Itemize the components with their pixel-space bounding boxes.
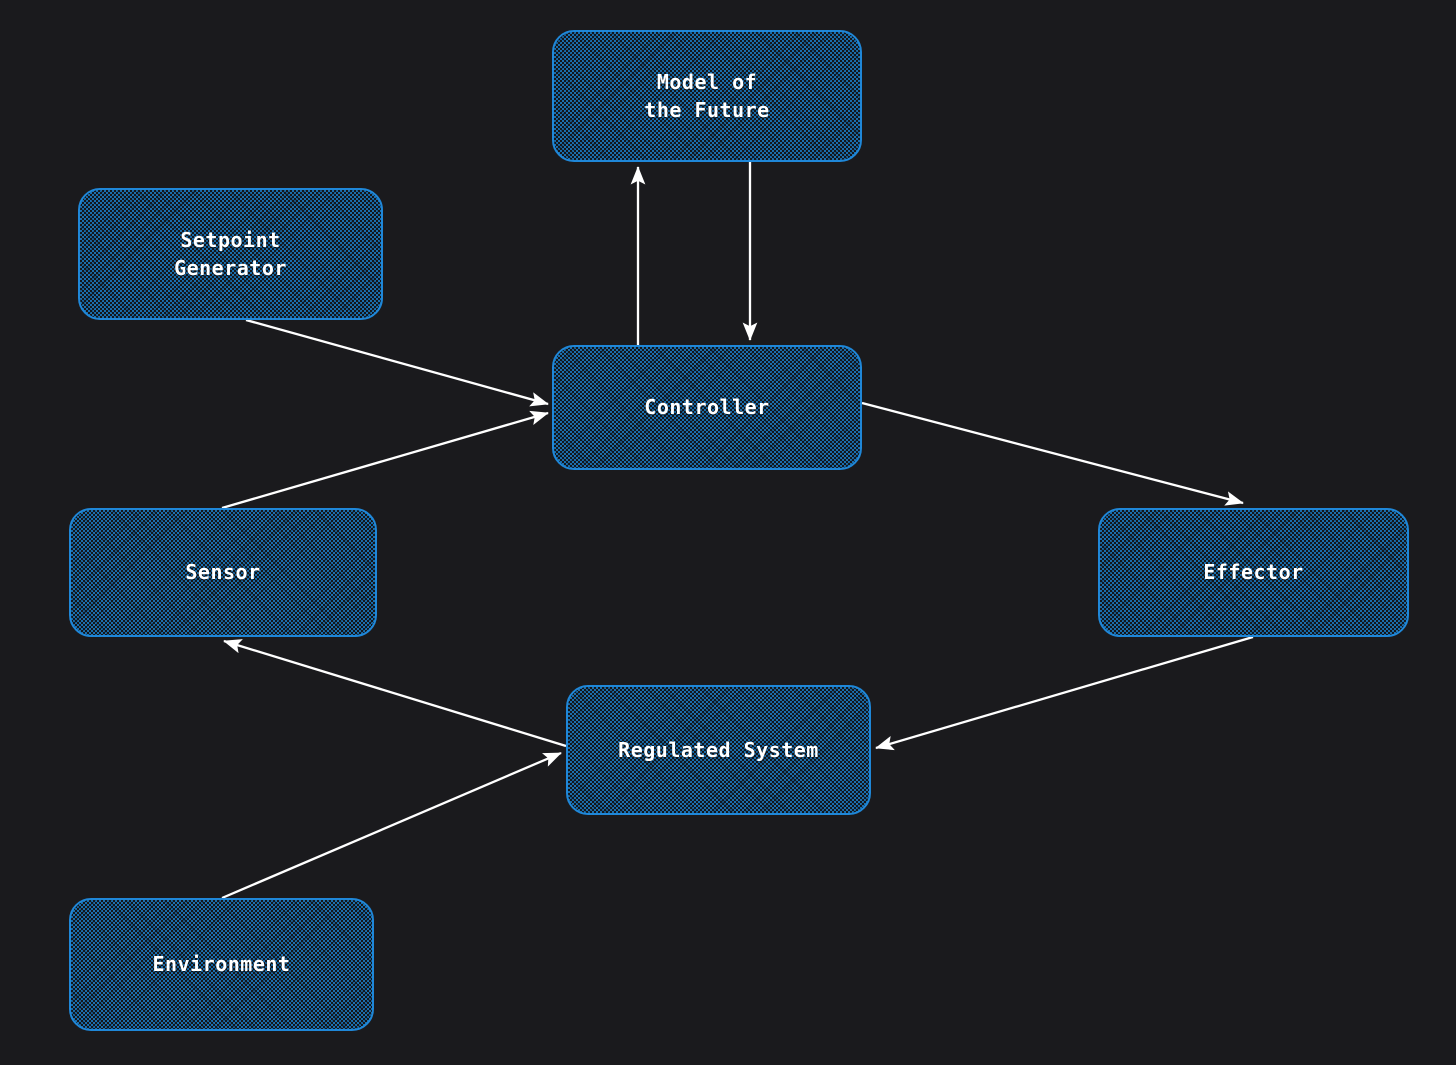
node-label: Effector [1203, 560, 1304, 585]
node-environment[interactable]: Environment [69, 898, 374, 1031]
edge-regulated-system-to-sensor [223, 639, 567, 748]
node-regulated-system[interactable]: Regulated System [566, 685, 871, 815]
node-label: Regulated System [618, 737, 819, 762]
node-setpoint-generator[interactable]: Setpoint Generator [78, 188, 383, 320]
node-label: Model of the Future [644, 69, 770, 122]
node-controller[interactable]: Controller [552, 345, 862, 470]
edge-environment-to-regulated-system [221, 751, 562, 900]
node-effector[interactable]: Effector [1098, 508, 1409, 637]
edge-controller-to-effector [861, 401, 1244, 506]
node-label: Environment [152, 952, 291, 977]
node-sensor[interactable]: Sensor [69, 508, 377, 637]
node-model-of-the-future[interactable]: Model of the Future [552, 30, 862, 162]
node-label: Controller [644, 395, 770, 420]
edge-sensor-to-controller [221, 410, 549, 510]
node-label: Sensor [185, 560, 261, 585]
edge-effector-to-regulated-system [875, 635, 1254, 751]
node-label: Setpoint Generator [174, 227, 287, 280]
edge-setpoint-to-controller [245, 318, 549, 407]
